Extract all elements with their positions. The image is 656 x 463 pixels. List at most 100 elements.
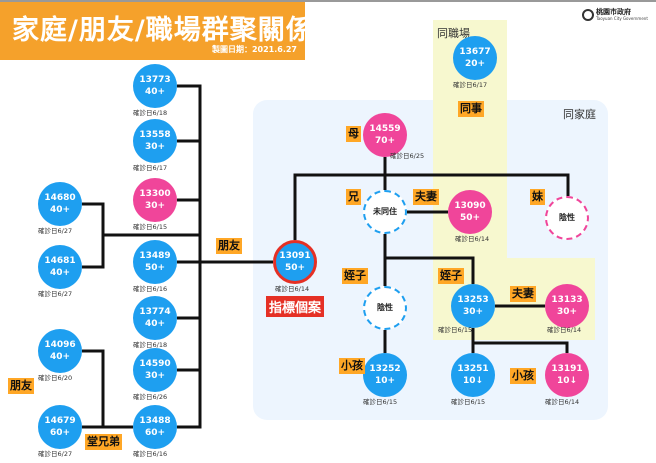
case-id: 13191: [551, 364, 583, 374]
case-node: 13677 20+: [453, 36, 497, 80]
relationship-tag: 小孩: [510, 368, 536, 384]
case-age: 30+: [144, 142, 166, 152]
connector-line: [473, 341, 569, 353]
top-border: [0, 0, 656, 2]
case-node: 13774 40+: [133, 296, 177, 340]
case-node: 14590 30+: [133, 348, 177, 392]
index-case-node: 13091 50+: [273, 240, 317, 284]
case-node: 13489 50+: [133, 240, 177, 284]
confirm-date: 確診日6/27: [38, 227, 73, 235]
relationship-tag: 夫妻: [413, 189, 439, 205]
relationship-tag: 姪子: [342, 268, 368, 284]
index-case-label: 指標個案: [266, 296, 325, 317]
case-age: 30+: [462, 307, 484, 317]
case-node: 13488 60+: [133, 405, 177, 449]
case-id: 13133: [551, 295, 583, 305]
case-id: 14559: [369, 124, 401, 134]
case-id: 14680: [44, 193, 76, 203]
confirm-date: 確診日6/14: [455, 235, 490, 243]
confirm-date: 確診日6/15: [451, 398, 486, 406]
case-node: 13558 30+: [133, 119, 177, 163]
case-id: 14590: [139, 359, 171, 369]
case-id: 13300: [139, 189, 171, 199]
case-age: 40+: [49, 352, 71, 362]
case-age: 50+: [144, 263, 166, 273]
relationship-tag: 兄: [346, 189, 361, 205]
case-id: 13774: [139, 307, 171, 317]
case-id: 13252: [369, 364, 401, 374]
relationship-tag: 朋友: [8, 378, 34, 394]
relationship-tag: 妹: [530, 189, 545, 205]
confirm-date: 確診日6/17: [133, 164, 168, 172]
untested-relative-node: 陰性: [545, 196, 589, 240]
relationship-tag: 堂兄弟: [85, 434, 122, 450]
chart-date: 製圖日期：2021.6.27: [211, 45, 297, 54]
untested-relative-node: 未同住: [363, 190, 407, 234]
case-id: 13677: [459, 47, 491, 57]
confirm-date: 確診日6/27: [38, 450, 73, 458]
case-id: 14679: [44, 416, 76, 426]
relationship-tag: 朋友: [216, 238, 242, 254]
case-id: 14096: [44, 340, 76, 350]
connector-line: [82, 202, 105, 269]
confirm-date: 確診日6/20: [38, 374, 73, 382]
case-age: 60+: [144, 428, 166, 438]
relationship-tag: 母: [346, 126, 361, 142]
connector-line: [82, 349, 105, 427]
case-node: 13253 30+: [451, 284, 495, 328]
untested-relative-node: 陰性: [363, 286, 407, 330]
family-region-label: 同家庭: [563, 108, 596, 121]
case-id: 13558: [139, 130, 171, 140]
case-node: 13251 10↓: [451, 353, 495, 397]
confirm-date: 確診日6/15: [363, 398, 398, 406]
case-age: 70+: [374, 136, 396, 146]
seal-icon: [582, 8, 594, 21]
case-id: 13489: [139, 251, 171, 261]
case-age: 40+: [144, 87, 166, 97]
case-age: 30+: [556, 307, 578, 317]
confirm-date: 確診日6/18: [133, 341, 168, 349]
case-id: 13251: [457, 364, 489, 374]
case-node: 14559 70+: [363, 113, 407, 157]
confirm-date: 確診日6/15: [438, 326, 473, 334]
case-age: 30+: [144, 371, 166, 381]
title-banner: 家庭/朋友/職場群聚關係圖 製圖日期：2021.6.27: [0, 2, 341, 60]
confirm-date: 確診日6/16: [133, 450, 168, 458]
workplace-region-label: 同職場: [437, 27, 470, 40]
case-age: 20+: [464, 59, 486, 69]
case-node: 13300 30+: [133, 178, 177, 222]
case-id: 13091: [279, 251, 311, 261]
case-age: 60+: [49, 428, 71, 438]
case-id: 13488: [139, 416, 171, 426]
case-node: 14679 60+: [38, 405, 82, 449]
confirm-date: 確診日6/15: [133, 223, 168, 231]
connector-line: [385, 256, 475, 284]
org-name: 桃園市政府: [596, 8, 631, 16]
confirm-date: 確診日6/14: [547, 326, 582, 334]
case-node: 13133 30+: [545, 284, 589, 328]
confirm-date: 確診日6/27: [38, 290, 73, 298]
page-title: 家庭/朋友/職場群聚關係圖: [12, 15, 342, 46]
case-age: 40+: [49, 205, 71, 215]
confirm-date: 確診日6/17: [453, 81, 488, 89]
case-age: 10↓: [462, 376, 484, 386]
case-id: 13090: [454, 201, 486, 211]
case-node: 14096 40+: [38, 329, 82, 373]
case-node: 14680 40+: [38, 182, 82, 226]
case-age: 40+: [49, 268, 71, 278]
confirm-date: 確診日6/25: [390, 152, 425, 160]
case-node: 13773 40+: [133, 64, 177, 108]
case-age: 50+: [459, 213, 481, 223]
case-age: 40+: [144, 319, 166, 329]
relationship-tag: 夫妻: [510, 286, 536, 302]
case-id: 13773: [139, 75, 171, 85]
case-age: 50+: [284, 263, 306, 273]
case-id: 14681: [44, 256, 76, 266]
case-age: 30+: [144, 201, 166, 211]
org-name-en: Taoyuan City Government: [596, 16, 648, 21]
case-age: 10↓: [556, 376, 578, 386]
case-id: 13253: [457, 295, 489, 305]
